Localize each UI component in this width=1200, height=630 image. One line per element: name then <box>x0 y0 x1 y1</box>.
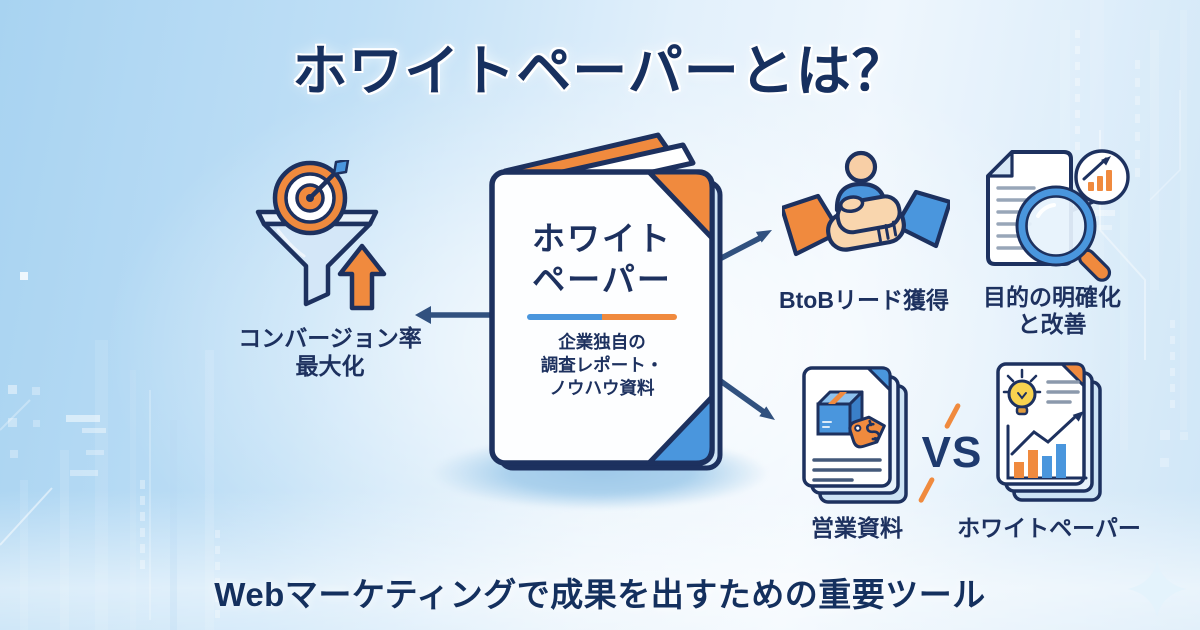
page-title: ホワイトペーパーとは？ <box>292 40 908 102</box>
doc-description: 企業独自の 調査レポート・ ノウハウ資料 <box>492 331 712 400</box>
text-lines <box>812 458 882 482</box>
doc-desc-line2: 調査レポート・ <box>540 355 664 375</box>
whitepaper-chart-document-icon <box>996 362 1102 502</box>
text-lines <box>1046 380 1080 404</box>
vs-slash-top <box>943 402 962 430</box>
doc-divider <box>527 314 677 320</box>
divider-blue-half <box>527 314 602 320</box>
arrow-left-icon <box>415 306 500 324</box>
doc-title: ホワイト ペーパー <box>492 218 712 300</box>
conversion-label-line1: コンバージョン率 <box>238 325 422 351</box>
pattern-square-dot <box>20 272 28 280</box>
clarify-label-line1: 目的の明確化 <box>983 284 1121 310</box>
fold-corner-bottom <box>646 394 715 466</box>
funnel-target-icon <box>255 160 387 311</box>
vs-label: VS <box>921 428 983 477</box>
product-box-icon <box>816 390 864 436</box>
doc-title-line2: ペーパー <box>532 261 672 298</box>
fold-corner-top <box>646 169 715 241</box>
target-icon <box>272 160 350 236</box>
doc-title-line1: ホワイト <box>532 220 672 257</box>
sparkle-icon <box>1128 560 1186 618</box>
magnifier-icon <box>1015 185 1112 282</box>
vs-block: VS <box>916 402 988 506</box>
sales-document-icon <box>802 366 908 504</box>
doc-desc-line3: ノウハウ資料 <box>549 378 655 398</box>
speech-bubble-icon <box>1070 149 1130 213</box>
conversion-label: コンバージョン率 最大化 <box>238 324 422 380</box>
sales-label: 営業資料 <box>811 515 903 541</box>
handshake-icon <box>782 150 950 257</box>
bubble-bar-chart-icon <box>1088 170 1112 191</box>
conversion-label-line2: 最大化 <box>295 353 365 379</box>
footer-tagline: Webマーケティングで成果を出すための重要ツール <box>214 576 986 613</box>
circuit-pattern-left-icon <box>0 340 220 630</box>
background-bottom-fade <box>0 490 1200 630</box>
bar-chart-icon <box>1006 411 1088 480</box>
btob-label: BtoBリード獲得 <box>779 287 949 313</box>
doc-desc-line1: 企業独自の <box>558 332 646 352</box>
vs-slash-bottom <box>917 476 936 504</box>
lightbulb-icon <box>1002 368 1042 416</box>
clarify-label-line2: と改善 <box>1017 311 1087 337</box>
fold-corner <box>866 366 892 392</box>
clasped-hands <box>826 194 906 252</box>
price-tag-icon <box>848 415 886 449</box>
up-arrow-icon <box>337 243 387 311</box>
whitepaper-document-text: ホワイト ペーパー 企業独自の 調査レポート・ ノウハウ資料 <box>492 172 712 400</box>
divider-orange-half <box>602 314 677 320</box>
document-magnifier-icon <box>986 149 1130 282</box>
circuit-pattern-right-icon <box>1060 0 1188 467</box>
clarify-label: 目的の明確化 と改善 <box>983 284 1121 338</box>
whitepaper-label: ホワイトペーパー <box>957 515 1141 541</box>
